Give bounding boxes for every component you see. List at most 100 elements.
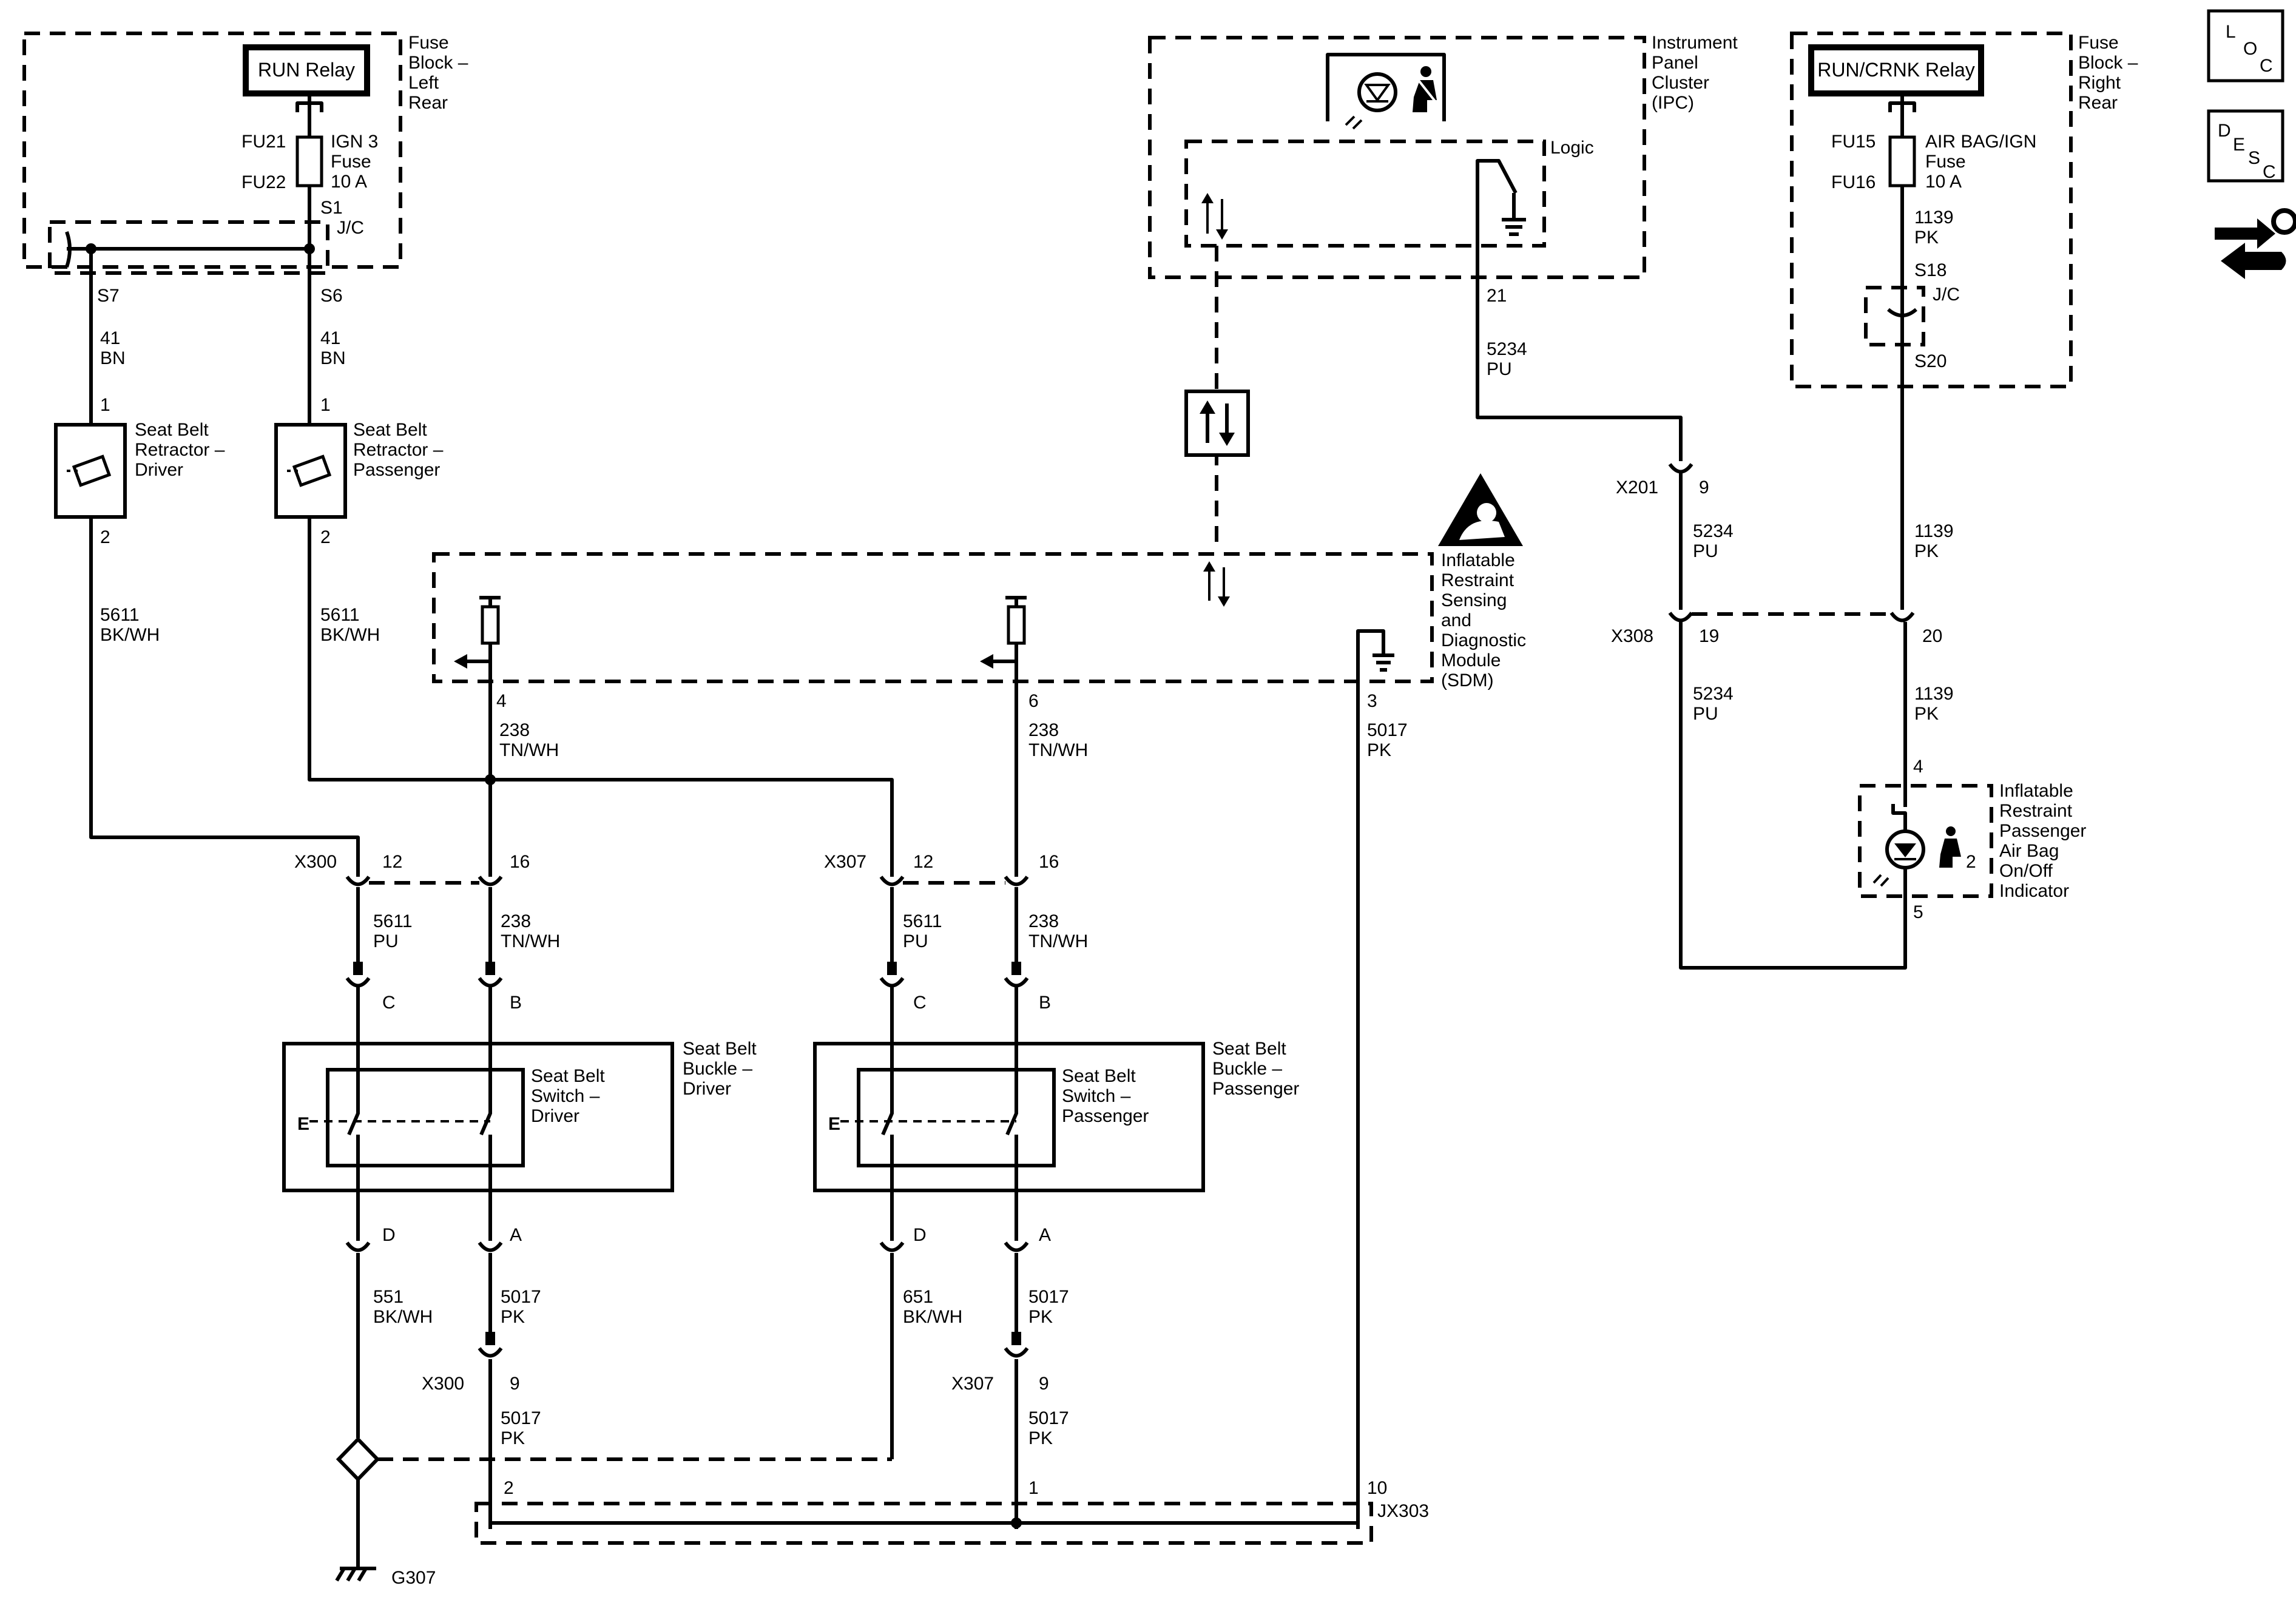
sdm-input-passenger <box>980 596 1027 698</box>
fuse-block-rr-title-1: Fuse <box>2078 33 2119 53</box>
jc-label-right: J/C <box>1933 285 1960 305</box>
airbag-fuse-label-2: Fuse <box>1925 152 1966 172</box>
retractor-driver-label-2: Retractor – <box>135 440 225 460</box>
wire-238-passenger-num: 238 <box>1028 720 1059 740</box>
fuse-block-lr-title-1: Fuse <box>408 33 449 53</box>
buckle-passenger-label-1: Seat Belt <box>1212 1039 1286 1059</box>
wire-238-driver-color: TN/WH <box>499 740 559 760</box>
splice-s1: S1 <box>320 198 343 218</box>
indicator-pin-4: 4 <box>1913 757 1923 777</box>
diagnostic-tool-icon[interactable] <box>2215 208 2296 279</box>
jx303-pin-10: 10 <box>1367 1478 1387 1498</box>
x307-bottom-wire-num: 5017 <box>1028 1408 1069 1428</box>
fuse-block-left-rear: RUN Relay Fuse Block – Left Rear FU21 FU… <box>22 32 468 306</box>
sdm-ground-circuit <box>1356 629 1385 743</box>
relay-connector <box>1888 93 1916 137</box>
x300-wire-b-num: 238 <box>501 911 531 931</box>
ground-splice: G307 <box>335 1436 892 1588</box>
wire-5611-passenger <box>308 517 894 877</box>
x308-name: X308 <box>1611 626 1653 646</box>
indicator-label-3: Passenger <box>1999 821 2086 841</box>
connector-x308: X308 19 20 5234 PU 1139 PK <box>1611 612 1954 724</box>
wire-5017-sdm-color: PK <box>1367 740 1391 760</box>
sdm-title-6: Module <box>1441 650 1501 670</box>
retractor-driver: 1 Seat Belt Retractor – Driver 2 <box>54 395 225 547</box>
desc-letter-s: S <box>2248 148 2260 168</box>
indicator-label-6: Indicator <box>1999 881 2069 901</box>
run-crnk-relay <box>1808 44 1984 96</box>
retractor-passenger: 1 Seat Belt Retractor – Passenger 2 <box>274 395 444 547</box>
retractor-passenger-pin2: 2 <box>320 527 331 547</box>
buckle-driver-pin-b: B <box>510 993 522 1013</box>
switch-driver-label-3: Driver <box>531 1106 579 1126</box>
seatbelt-person-icon <box>1413 66 1437 112</box>
sdm-input-driver <box>454 596 501 698</box>
x307-wire-a-color: PU <box>903 931 928 951</box>
x308-wire-a-num: 5234 <box>1693 684 1734 704</box>
fuse-block-right-rear: RUN/CRNK Relay Fuse Block – Right Rear F… <box>1790 32 2138 388</box>
run-relay <box>243 44 370 96</box>
buckle-passenger-e-mark: E <box>828 1114 840 1134</box>
x307-bottom-pin: 9 <box>1039 1374 1049 1394</box>
jc-block-right <box>1864 286 1925 346</box>
wire-5234-return <box>1679 622 1907 970</box>
x300-bottom-name: X300 <box>422 1374 464 1394</box>
buckle-driver-label-2: Buckle – <box>683 1059 752 1079</box>
ipc-pin-21: 21 <box>1487 286 1507 306</box>
ipc-title-3: Cluster <box>1652 73 1709 93</box>
x201-name: X201 <box>1616 478 1658 498</box>
desc-letter-c: C <box>2263 162 2276 182</box>
x308-pin-19: 19 <box>1699 626 1719 646</box>
ipc-logic-block <box>1184 140 1546 248</box>
desc-letter-d: D <box>2218 121 2231 141</box>
retractor-driver-pin2: 2 <box>100 527 110 547</box>
fuse-block-lr-title-4: Rear <box>408 93 448 113</box>
splice-s20: S20 <box>1914 351 1947 371</box>
airbag-warning-icon <box>1438 473 1523 546</box>
x307-bottom-name: X307 <box>951 1374 994 1394</box>
inline-connectors-lower <box>345 1241 1029 1252</box>
indicator-label-5: On/Off <box>1999 861 2053 881</box>
x300-bottom-wire-num: 5017 <box>501 1408 541 1428</box>
wire-1139-mid-num: 1139 <box>1914 521 1954 541</box>
buckle-passenger-switch-1 <box>881 986 894 1241</box>
desc-letter-e: E <box>2233 135 2245 155</box>
seatbelt-warning-lamp-icon <box>1357 72 1397 112</box>
wire-5017-driver-color: PK <box>501 1307 525 1327</box>
wire-5234-num: 5234 <box>1487 339 1527 359</box>
jc-label-left: J/C <box>337 218 364 238</box>
x308-wire-b-color: PK <box>1914 704 1939 724</box>
wire-551-color: BK/WH <box>373 1307 433 1327</box>
fuse-id-fu16: FU16 <box>1831 172 1876 192</box>
indicator-label-2: Restraint <box>1999 801 2073 821</box>
instrument-panel-cluster: Instrument Panel Cluster (IPC) Logic <box>1148 33 1738 306</box>
wire-1139-top-color: PK <box>1914 228 1939 248</box>
connector-x307-top: X307 12 16 5611 PU 238 TN/WH <box>824 852 1088 951</box>
wire-1139-top-num: 1139 <box>1914 208 1954 228</box>
description-icon[interactable]: D E S C <box>2207 109 2284 183</box>
sdm-title-3: Sensing <box>1441 590 1507 610</box>
wire-5017-passenger-num: 5017 <box>1028 1287 1069 1307</box>
passenger-airbag-indicator: 4 2 Inflatable Restraint Passenger Air B… <box>1858 757 2086 922</box>
sdm-title-5: Diagnostic <box>1441 630 1526 650</box>
connector-x300-top: X300 12 16 5611 PU 238 TN/WH <box>294 852 560 951</box>
retractor-passenger-label-2: Retractor – <box>353 440 444 460</box>
fuse-id-fu15: FU15 <box>1831 132 1876 152</box>
wire-41-right-color: BN <box>320 348 346 368</box>
indicator-label-4: Air Bag <box>1999 841 2059 861</box>
buckle-driver-e-mark: E <box>297 1114 309 1134</box>
wire-5611-driver <box>89 517 360 877</box>
ipc-logic-switch <box>1476 159 1518 277</box>
x307-wire-b-color: TN/WH <box>1028 931 1088 951</box>
sdm-title-1: Inflatable <box>1441 550 1515 570</box>
wire-238-passenger-color: TN/WH <box>1028 740 1088 760</box>
buckle-passenger-pin-c: C <box>913 993 927 1013</box>
wire-551-num: 551 <box>373 1287 403 1307</box>
ign3-fuse-label-1: IGN 3 <box>331 132 378 152</box>
location-icon[interactable]: L O C <box>2207 9 2284 83</box>
loc-letter-o: O <box>2243 39 2257 59</box>
loc-letter-c: C <box>2260 56 2273 76</box>
x300-wire-a-num: 5611 <box>373 911 413 931</box>
wire-5611-driver-num: 5611 <box>100 605 140 625</box>
